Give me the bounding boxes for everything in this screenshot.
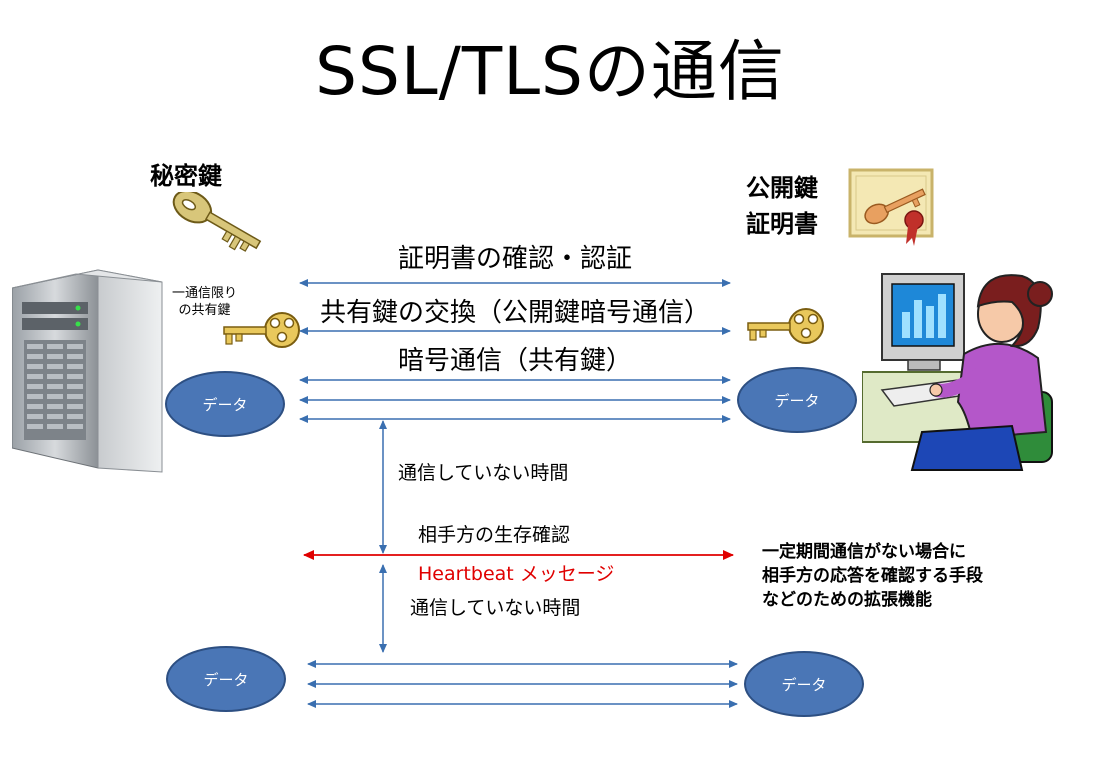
certificate-icon [848,168,934,246]
certificate-label-line2: 証明書 [746,210,818,238]
data-ellipse-client-bottom: データ [744,651,864,717]
session-key-note-line1: 一通信限り [172,286,238,301]
private-key-label: 秘密鍵 [150,162,222,190]
server-icon [12,269,163,473]
data-ellipse-client-top: データ [737,367,857,433]
data-ellipse-server-bottom: データ [166,646,286,712]
data-ellipse-server-top: データ [165,371,285,437]
flow-label-certificate-verify: 証明書の確認・認証 [397,244,632,274]
flow-label-encrypted-comm: 暗号通信（共有鍵） [397,346,632,376]
heartbeat-label: Heartbeat メッセージ [418,563,615,585]
idle-time-label-1: 通信していない時間 [398,462,569,484]
private-key-icon [172,192,262,252]
session-key-note: 一通信限り の共有鍵 [172,285,237,319]
keepalive-label: 相手方の生存確認 [418,524,571,546]
heartbeat-note-line1: 一定期間通信がない場合に [762,542,966,562]
heartbeat-note-line3: などのための拡張機能 [762,590,932,610]
certificate-label: 公開鍵 証明書 [746,170,818,242]
idle-time-label-2: 通信していない時間 [410,597,581,619]
session-key-note-line2: の共有鍵 [178,303,231,318]
certificate-label-line1: 公開鍵 [746,174,818,202]
heartbeat-note: 一定期間通信がない場合に 相手方の応答を確認する手段 などのための拡張機能 [762,540,983,612]
user-at-computer-icon [862,273,1053,471]
shared-key-icon-server [223,312,300,348]
heartbeat-note-line2: 相手方の応答を確認する手段 [762,566,983,586]
shared-key-icon-client [747,308,824,344]
flow-label-key-exchange: 共有鍵の交換（公開鍵暗号通信） [319,298,710,328]
page-title: SSL/TLSの通信 [315,33,785,110]
